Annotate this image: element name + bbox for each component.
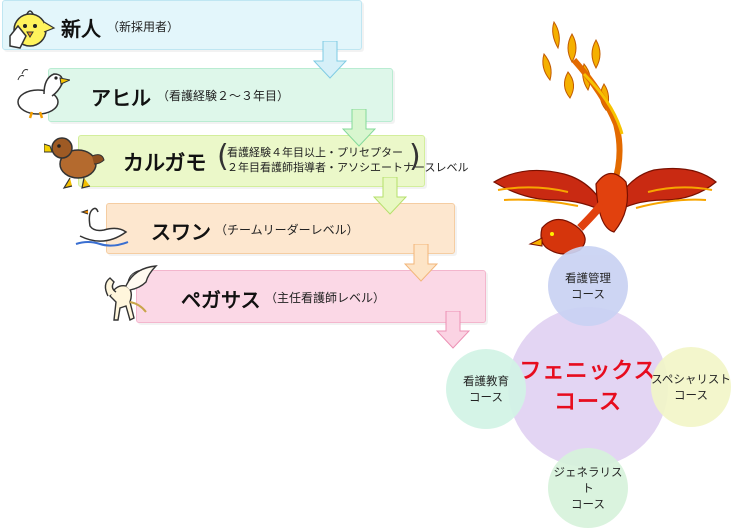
- chick-icon: [0, 2, 56, 50]
- course-label-line1: 看護管理: [565, 270, 611, 286]
- down-arrow-1: [313, 41, 347, 79]
- education-course-circle: 看護教育 コース: [446, 349, 526, 429]
- course-label-line1: スペシャリスト: [651, 371, 731, 387]
- step-subtitle-paren: ): [409, 142, 421, 172]
- step-subtitle: （新採用者）: [107, 18, 179, 35]
- phoenix-course-label-line2: コース: [554, 388, 622, 418]
- course-label-line1: ジェネラリスト: [548, 464, 628, 496]
- step-subtitle: （主任看護師レベル）: [265, 289, 385, 306]
- down-arrow-3: [373, 177, 407, 215]
- step-subtitle-line2: ２年目看護師指導者・アソシエートナースレベル: [227, 161, 468, 174]
- step-newcomer: 新人 （新採用者）: [2, 0, 362, 50]
- specialist-course-circle: スペシャリスト コース: [651, 347, 731, 427]
- pegasus-icon: [100, 262, 160, 322]
- phoenix-course-circle: フェニックス コース: [508, 307, 668, 467]
- down-arrow-4: [404, 244, 438, 282]
- course-label-line2: コース: [469, 389, 503, 405]
- course-label-line2: コース: [571, 286, 605, 302]
- course-label-line1: 看護教育: [463, 373, 509, 389]
- management-course-circle: 看護管理 コース: [548, 246, 628, 326]
- course-label-line2: コース: [674, 387, 708, 403]
- step-title: 新人: [61, 13, 101, 42]
- step-subtitle-line1: 看護経験４年目以上・プリセプター: [227, 146, 403, 159]
- down-arrow-5: [436, 311, 470, 349]
- swan-icon: [74, 204, 130, 250]
- down-arrow-2: [342, 109, 376, 147]
- generalist-course-circle: ジェネラリスト コース: [548, 448, 628, 528]
- duck-icon: [14, 62, 70, 120]
- step-title: アヒル: [91, 82, 151, 111]
- step-title: ペガサス: [181, 284, 261, 313]
- step-subtitle: （チームリーダーレベル）: [215, 221, 359, 238]
- course-label-line2: コース: [571, 496, 605, 512]
- phoenix-icon: [484, 14, 720, 266]
- spot-billed-duck-icon: [44, 134, 106, 190]
- step-title: カルガモ: [123, 147, 206, 177]
- phoenix-course-label-line1: フェニックス: [519, 356, 656, 388]
- step-subtitle: （看護経験２～３年目）: [157, 87, 289, 104]
- step-title: スワン: [151, 216, 211, 245]
